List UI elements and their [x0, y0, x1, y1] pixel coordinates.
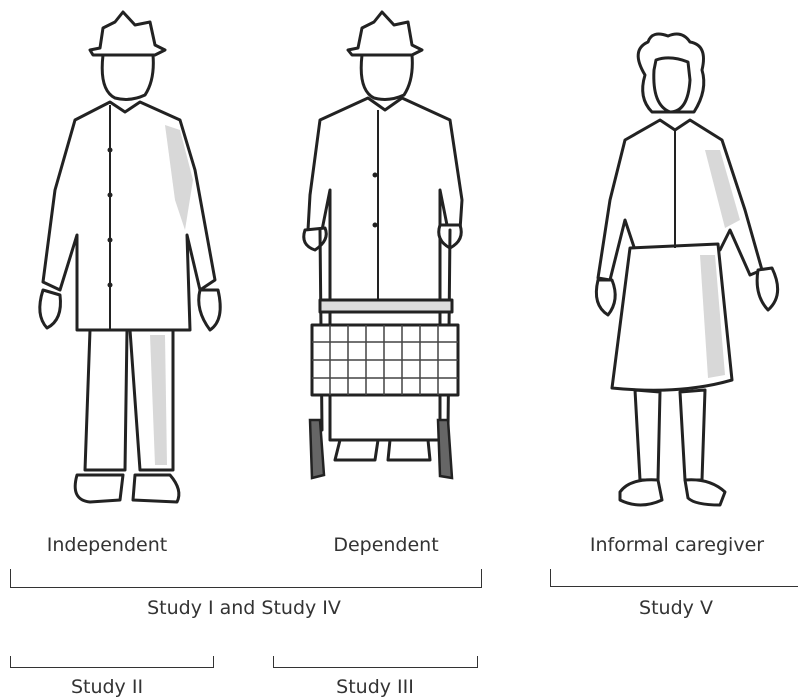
- elderly-man-icon: [15, 0, 235, 515]
- study-1-4-bracket: [10, 569, 482, 588]
- caregiver-label: Informal caregiver: [590, 534, 764, 556]
- independent-label: Independent: [47, 534, 167, 556]
- study-3-bracket: [273, 656, 478, 668]
- study-5-label: Study V: [639, 597, 713, 619]
- study-3-label: Study III: [336, 676, 414, 698]
- study-5-bracket: [550, 569, 798, 587]
- study-2-bracket: [10, 656, 214, 668]
- dependent-label: Dependent: [333, 534, 438, 556]
- study-2-label: Study II: [71, 676, 143, 698]
- woman-caregiver-icon: [590, 0, 790, 515]
- elderly-man-with-walker-icon: [290, 0, 480, 500]
- study-1-4-label: Study I and Study IV: [147, 597, 341, 619]
